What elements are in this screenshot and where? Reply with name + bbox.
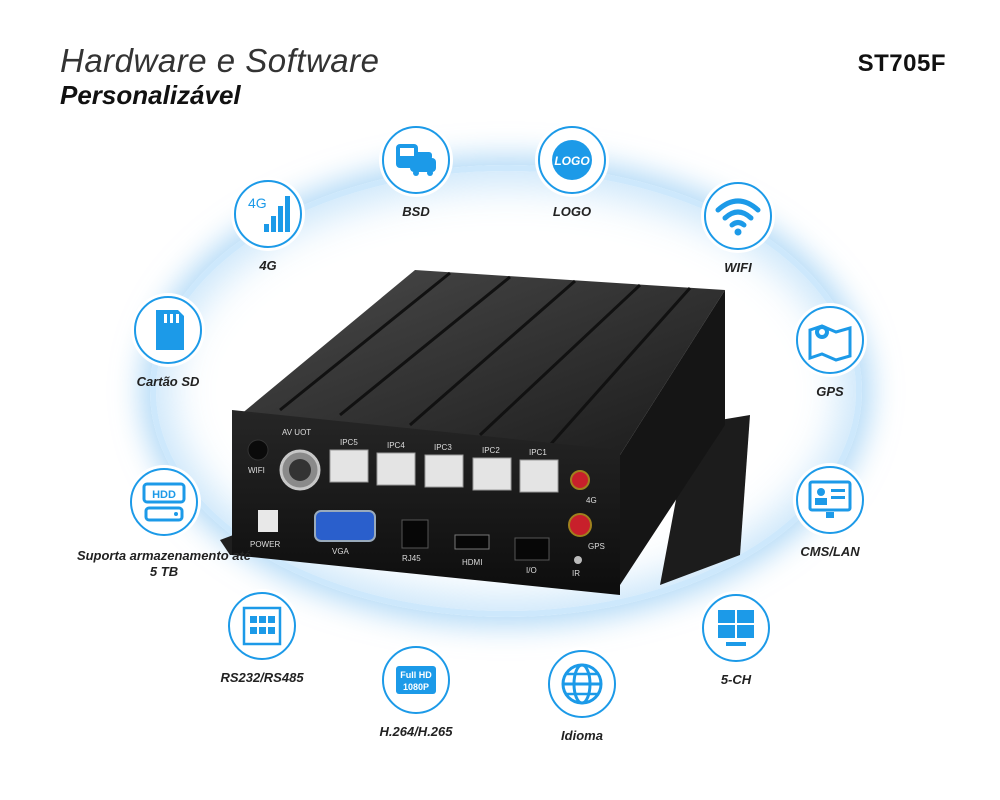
feature-idioma-label: Idioma — [561, 728, 603, 743]
globe-icon — [561, 663, 603, 705]
vehicle-pair-icon — [396, 144, 436, 176]
dvr-device: WIFI AV UOT IPC5 IPC4 IPC3 IPC2 IPC1 4G … — [220, 270, 750, 595]
split-screen-icon — [718, 610, 754, 646]
port-4g-label: 4G — [586, 496, 597, 505]
4g-signal-icon: 4G — [248, 195, 290, 232]
port-ipc5-label: IPC5 — [340, 438, 358, 447]
full-hd-text: Full HD — [400, 670, 432, 680]
port-io-label: I/O — [526, 566, 537, 575]
feature-rs232-label: RS232/RS485 — [220, 670, 304, 685]
feature-4g-circle: 4G — [234, 180, 302, 248]
feature-bsd-circle — [382, 126, 450, 194]
feature-sd-circle — [134, 296, 202, 364]
glow-ring — [150, 165, 862, 617]
port-hdmi-label: HDMI — [462, 558, 482, 567]
heading-line2: Personalizável — [60, 80, 241, 110]
feature-rs232-circle — [228, 592, 296, 660]
feature-hdd-label: Suporta armazenamento até 5 TB — [76, 548, 252, 579]
full-hd-res-text: 1080P — [403, 682, 429, 692]
logo-badge-icon: LOGO — [552, 140, 592, 180]
feature-5ch-label: 5-CH — [720, 672, 752, 687]
4g-icon-text: 4G — [248, 195, 267, 211]
feature-4g-label: 4G — [259, 258, 277, 273]
feature-sd-label: Cartão SD — [136, 374, 200, 389]
feature-cms-circle — [796, 466, 864, 534]
port-ipc4-label: IPC4 — [387, 441, 405, 450]
feature-h264-label: H.264/H.265 — [379, 724, 453, 739]
circuit-board-icon — [242, 606, 282, 646]
model-name: ST705F — [857, 50, 946, 77]
port-ir-label: IR — [572, 569, 580, 578]
feature-idioma-circle — [548, 650, 616, 718]
feature-gps-circle — [796, 306, 864, 374]
feature-logo-circle: LOGO — [538, 126, 606, 194]
port-rj45-label: RJ45 — [402, 554, 421, 563]
feature-gps-label: GPS — [816, 384, 844, 399]
port-wifi-label: WIFI — [248, 466, 265, 475]
feature-hdd-circle: HDD — [130, 468, 198, 536]
full-hd-icon: Full HD 1080P — [396, 666, 436, 694]
monitor-user-icon — [808, 480, 852, 518]
port-ipc3-label: IPC3 — [434, 443, 452, 452]
feature-wifi-label: WIFI — [724, 260, 752, 275]
feature-wifi-circle — [704, 182, 772, 250]
port-vga-label: VGA — [332, 547, 350, 556]
port-ipc1-label: IPC1 — [529, 448, 547, 457]
port-gps-label: GPS — [588, 542, 605, 551]
hdd-icon: HDD — [142, 482, 186, 522]
heading-line1: Hardware e Software — [60, 42, 380, 79]
port-power-label: POWER — [250, 540, 280, 549]
logo-badge-text: LOGO — [554, 154, 590, 168]
map-pin-icon — [808, 324, 852, 362]
port-av-label: AV UOT — [282, 428, 311, 437]
feature-5ch-circle — [702, 594, 770, 662]
hdd-icon-text: HDD — [152, 489, 176, 501]
feature-cms-label: CMS/LAN — [800, 544, 860, 559]
port-ipc2-label: IPC2 — [482, 446, 500, 455]
feature-h264-circle: Full HD 1080P — [382, 646, 450, 714]
feature-logo-label: LOGO — [552, 204, 592, 219]
sd-card-icon — [156, 310, 184, 350]
feature-bsd-label: BSD — [402, 204, 430, 219]
wifi-icon — [715, 198, 761, 236]
